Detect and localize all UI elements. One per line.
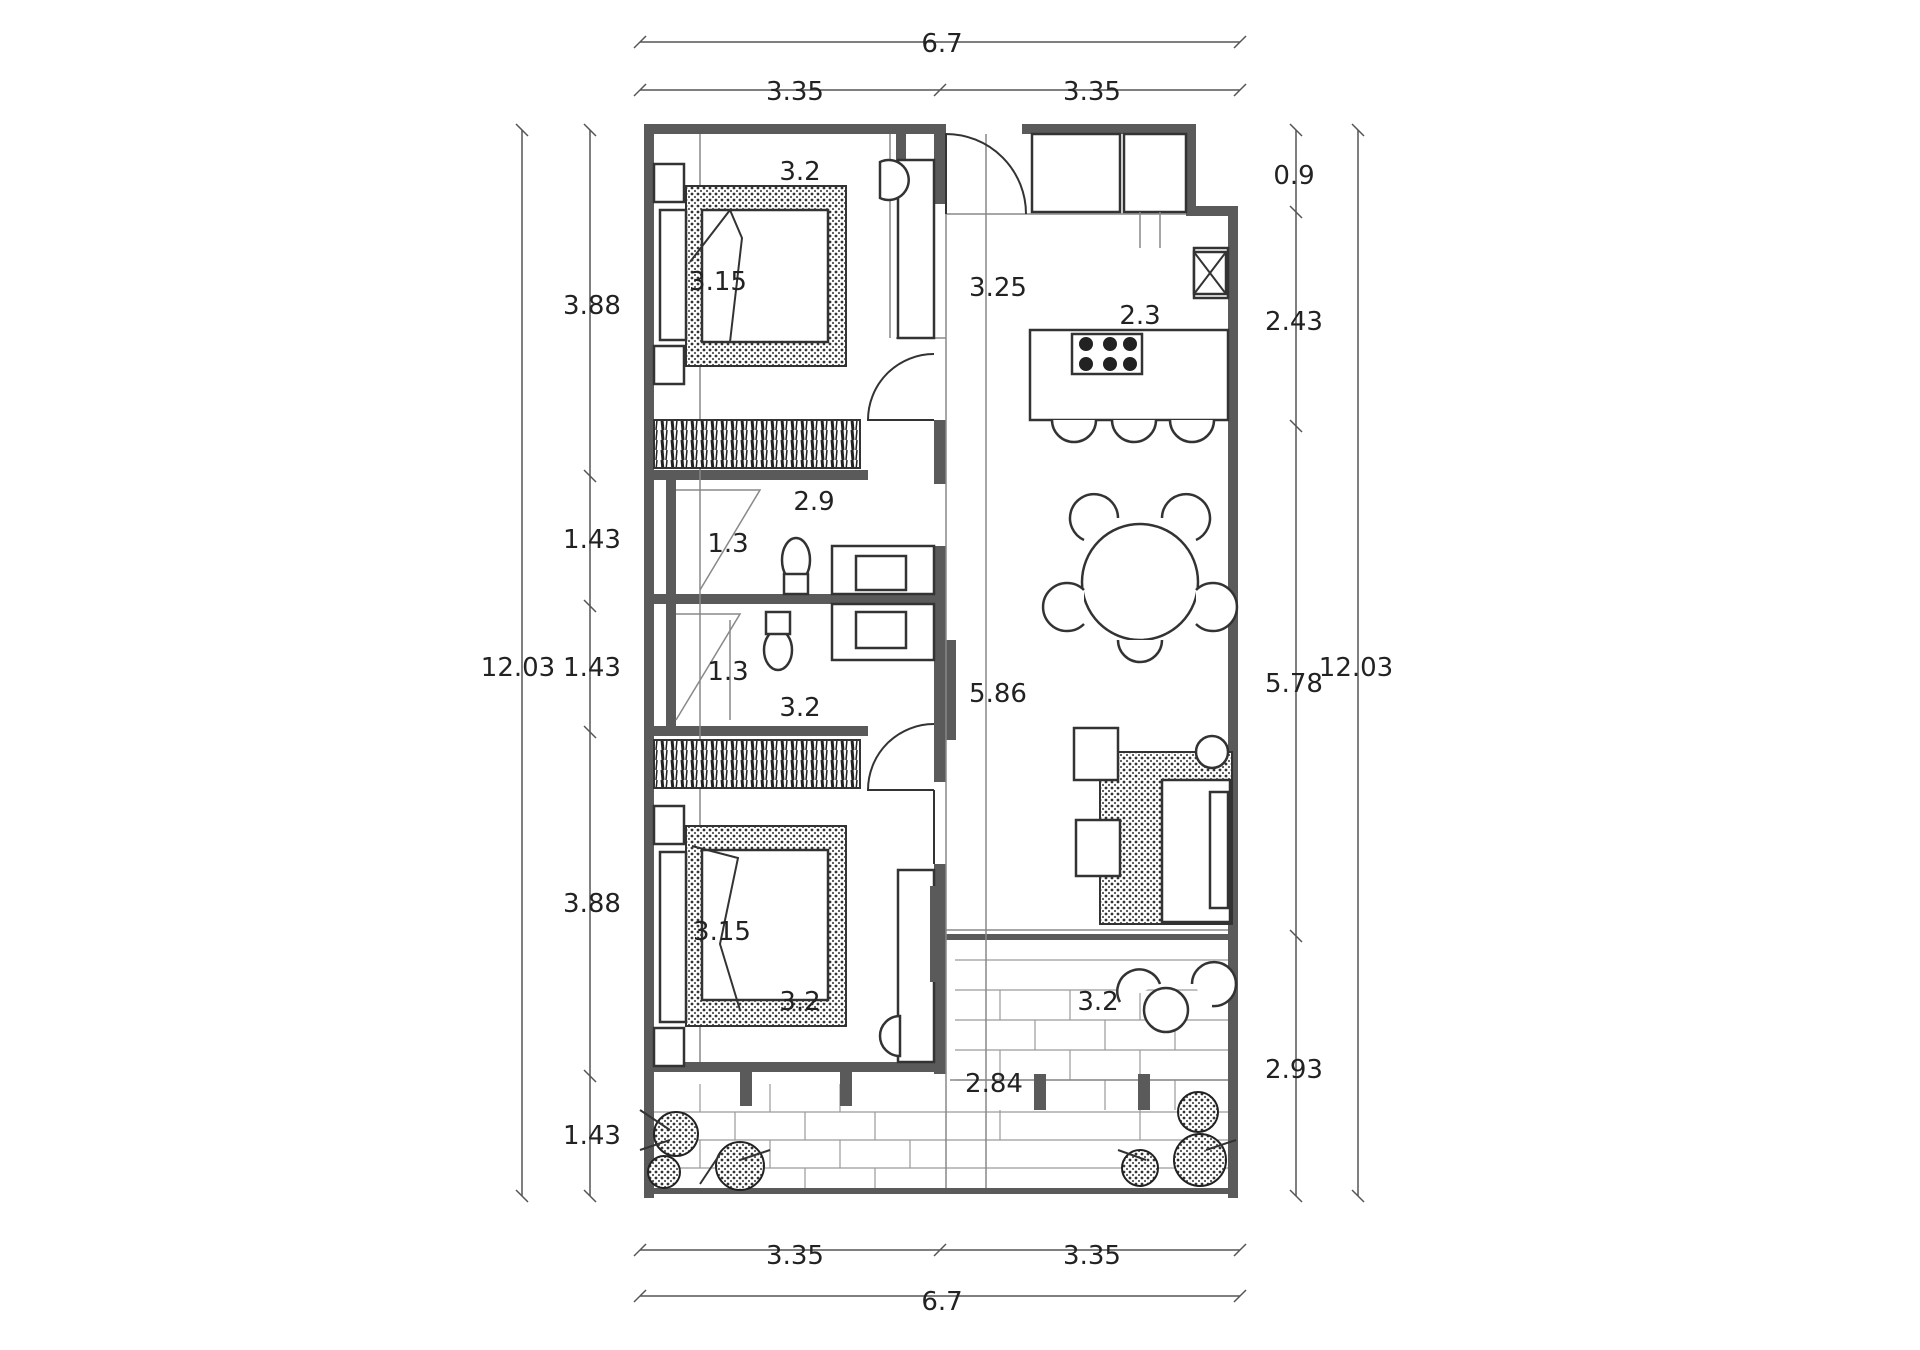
plant-icon bbox=[1173, 1133, 1227, 1187]
room-corridor-length: 5.86 bbox=[969, 679, 1027, 709]
fridge bbox=[1030, 132, 1122, 214]
door-swing bbox=[866, 353, 935, 421]
nightstand bbox=[652, 162, 686, 204]
room-corridor-depth: 3.25 bbox=[969, 273, 1027, 303]
bed bbox=[700, 208, 830, 344]
bar-stool bbox=[1110, 419, 1158, 444]
dim-left-garden: 1.43 bbox=[563, 1121, 621, 1151]
plant-icon bbox=[1121, 1149, 1159, 1187]
room-bath-top-width: 1.3 bbox=[707, 529, 748, 559]
dining-table bbox=[1080, 522, 1200, 642]
dining-chair bbox=[1116, 639, 1164, 664]
side-table bbox=[1194, 734, 1230, 770]
dining-chair bbox=[1195, 581, 1239, 633]
dim-bottom-right: 3.35 bbox=[1063, 1241, 1121, 1271]
bedroom-bottom bbox=[652, 723, 1150, 1110]
room-bath-bottom-width: 1.3 bbox=[707, 657, 748, 687]
room-bedroom-bottom-width: 3.2 bbox=[779, 987, 820, 1017]
terrace-table bbox=[1142, 986, 1190, 1034]
plant-icon bbox=[653, 1111, 699, 1157]
armchair bbox=[1074, 818, 1122, 878]
sink bbox=[854, 610, 908, 650]
toilet-icon bbox=[762, 628, 794, 672]
plant-icon bbox=[647, 1155, 681, 1189]
dimension-lines bbox=[515, 35, 1365, 1303]
dim-top-left: 3.35 bbox=[766, 77, 824, 107]
bedroom-top bbox=[652, 158, 936, 469]
bar-stool bbox=[1168, 419, 1216, 444]
dim-top-right: 3.35 bbox=[1063, 77, 1121, 107]
toilet-icon bbox=[878, 158, 910, 202]
dining bbox=[1041, 493, 1239, 664]
dim-bottom-left: 3.35 bbox=[766, 1241, 824, 1271]
door-swing bbox=[945, 132, 1027, 215]
room-labels: 3.2 3.15 3.25 2.3 2.9 1.3 1.3 3.2 5.86 3… bbox=[689, 157, 1161, 1099]
washer bbox=[1122, 132, 1188, 214]
room-bedroom-bottom-depth: 3.15 bbox=[693, 917, 751, 947]
dim-right-living: 5.78 bbox=[1265, 669, 1323, 699]
terrace bbox=[1116, 960, 1238, 1034]
nightstand bbox=[652, 344, 686, 386]
wardrobe bbox=[653, 739, 861, 789]
bar-stool bbox=[1050, 419, 1098, 444]
nightstand bbox=[652, 1026, 686, 1068]
dimension-labels: 6.7 3.35 3.35 3.35 3.35 6.7 12.03 3.88 1… bbox=[481, 29, 1393, 1317]
bathrooms bbox=[675, 489, 936, 721]
pillow bbox=[658, 850, 688, 1024]
dim-left-bedroom-bottom: 3.88 bbox=[563, 889, 621, 919]
desk bbox=[896, 868, 936, 1064]
room-bedroom-bottom-top-width: 3.2 bbox=[779, 693, 820, 723]
door-swing bbox=[866, 723, 935, 791]
dim-left-bath-bottom: 1.43 bbox=[563, 653, 621, 683]
dim-right-kitchen: 2.43 bbox=[1265, 307, 1323, 337]
walls bbox=[644, 124, 1238, 1198]
room-terrace-depth: 2.84 bbox=[965, 1069, 1023, 1099]
toilet-icon bbox=[878, 1014, 902, 1058]
dining-chair bbox=[1160, 493, 1212, 542]
nightstand bbox=[652, 804, 686, 846]
dim-bottom-total: 6.7 bbox=[921, 1287, 962, 1317]
room-bedroom-top-width: 3.2 bbox=[779, 157, 820, 187]
dining-chair bbox=[1068, 493, 1120, 542]
room-hall-width: 2.9 bbox=[793, 487, 834, 517]
dim-left-total: 12.03 bbox=[481, 653, 555, 683]
dim-top-total: 6.7 bbox=[921, 29, 962, 59]
dim-left-bedroom-top: 3.88 bbox=[563, 291, 621, 321]
plant-icon bbox=[715, 1141, 765, 1191]
plants bbox=[639, 1091, 1237, 1191]
room-kitchen-width: 2.3 bbox=[1119, 301, 1160, 331]
kitchen bbox=[945, 132, 1230, 444]
living-area bbox=[1072, 726, 1233, 925]
dim-right-total: 12.03 bbox=[1319, 653, 1393, 683]
armchair bbox=[1072, 726, 1120, 782]
pillow bbox=[658, 208, 688, 342]
dim-right-terrace: 2.93 bbox=[1265, 1055, 1323, 1085]
wardrobe bbox=[653, 419, 861, 469]
plant-icon bbox=[1177, 1091, 1219, 1133]
room-terrace-width: 3.2 bbox=[1077, 987, 1118, 1017]
terrace-chair bbox=[1190, 960, 1238, 1008]
dim-left-bath-top: 1.43 bbox=[563, 525, 621, 555]
sink bbox=[854, 554, 908, 592]
terrace-chair bbox=[1116, 968, 1162, 1003]
dim-right-laundry: 0.9 bbox=[1273, 161, 1314, 191]
room-bedroom-top-depth: 3.15 bbox=[689, 267, 747, 297]
dining-chair bbox=[1041, 581, 1085, 633]
